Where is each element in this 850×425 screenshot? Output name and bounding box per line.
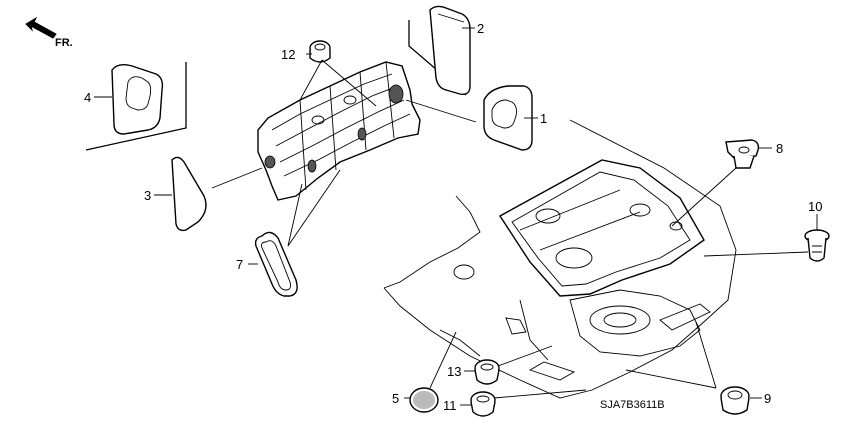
part-10-plug [804, 229, 830, 262]
rear-body-assembly [383, 119, 737, 399]
part-13-grommet [474, 359, 500, 385]
callout-2: 2 [477, 21, 484, 36]
callout-3: 3 [144, 188, 151, 203]
part-2-sealing-strip [429, 5, 471, 96]
callout-12: 12 [281, 47, 295, 62]
part-7-ring-seal [254, 231, 298, 297]
front-direction-arrow: FR. [25, 16, 73, 49]
part-12-grommet [309, 40, 331, 63]
drawing-code: SJA7B3611B [600, 399, 665, 411]
callout-10: 10 [808, 199, 822, 214]
leader-lines [94, 27, 818, 406]
floor-pan-assembly [257, 61, 421, 201]
part-5-plug-cap [409, 387, 439, 413]
part-9-grommet [720, 386, 750, 415]
callout-5: 5 [392, 391, 399, 406]
part-8-clip [725, 139, 760, 169]
front-direction-label: FR. [55, 37, 73, 49]
callout-9: 9 [764, 391, 771, 406]
part-1-grommet-plate [483, 85, 533, 151]
callout-numbers: 4 2 1 3 12 7 8 10 5 13 11 9 [84, 21, 822, 413]
part-11-grommet [470, 391, 496, 417]
part-3-seal-plate [171, 156, 207, 232]
callout-11: 11 [443, 398, 457, 413]
part-4-grommet-plate [111, 63, 164, 135]
callout-1: 1 [540, 111, 547, 126]
callout-8: 8 [776, 141, 783, 156]
callout-7: 7 [236, 257, 243, 272]
callout-13: 13 [447, 364, 461, 379]
callout-4: 4 [84, 90, 91, 105]
